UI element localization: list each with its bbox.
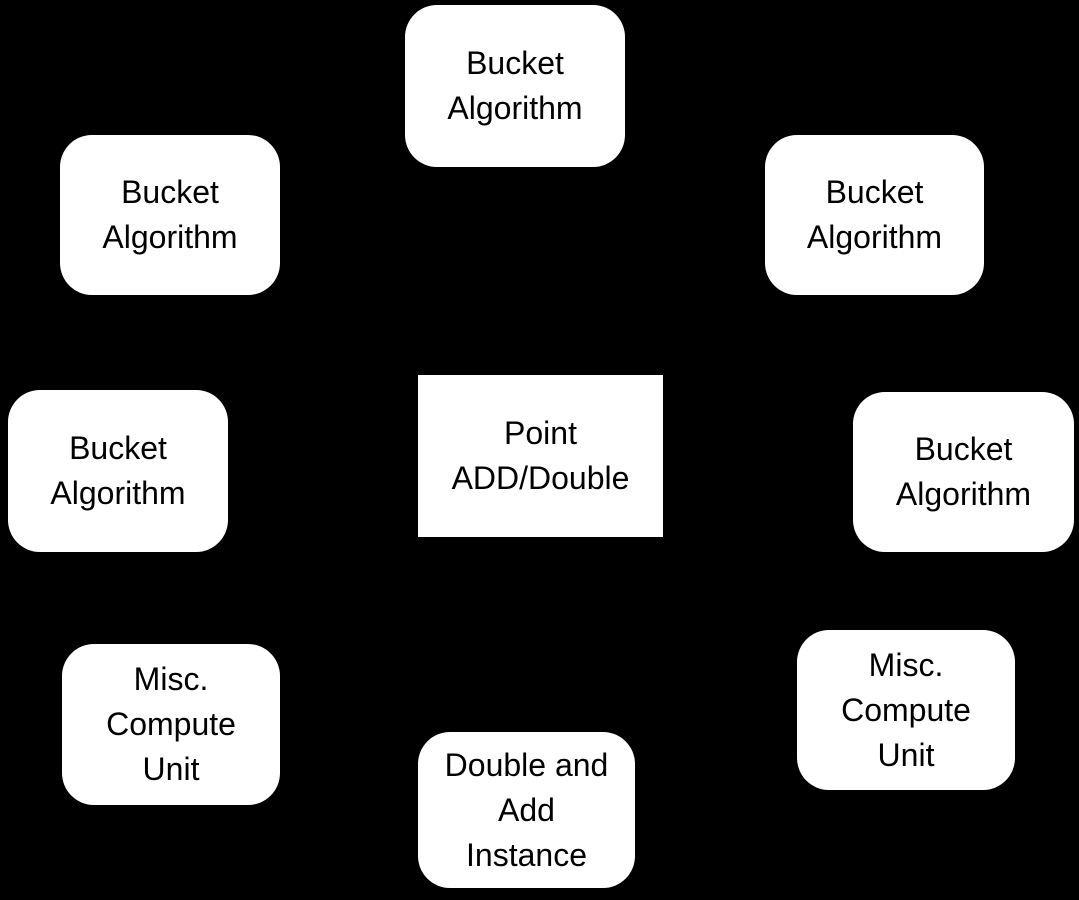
- node-bucket-algorithm-upper-right: Bucket Algorithm: [765, 135, 984, 295]
- node-misc-compute-unit-lower-left: Misc. Compute Unit: [62, 644, 280, 805]
- node-bucket-algorithm-top: Bucket Algorithm: [405, 5, 625, 167]
- node-bucket-algorithm-middle-right: Bucket Algorithm: [853, 392, 1074, 552]
- node-bucket-algorithm-middle-left: Bucket Algorithm: [8, 390, 228, 552]
- node-double-and-add-instance: Double and Add Instance: [418, 732, 635, 888]
- node-point-add-double: Point ADD/Double: [418, 375, 663, 537]
- node-bucket-algorithm-upper-left: Bucket Algorithm: [60, 135, 280, 295]
- node-misc-compute-unit-lower-right: Misc. Compute Unit: [797, 630, 1015, 790]
